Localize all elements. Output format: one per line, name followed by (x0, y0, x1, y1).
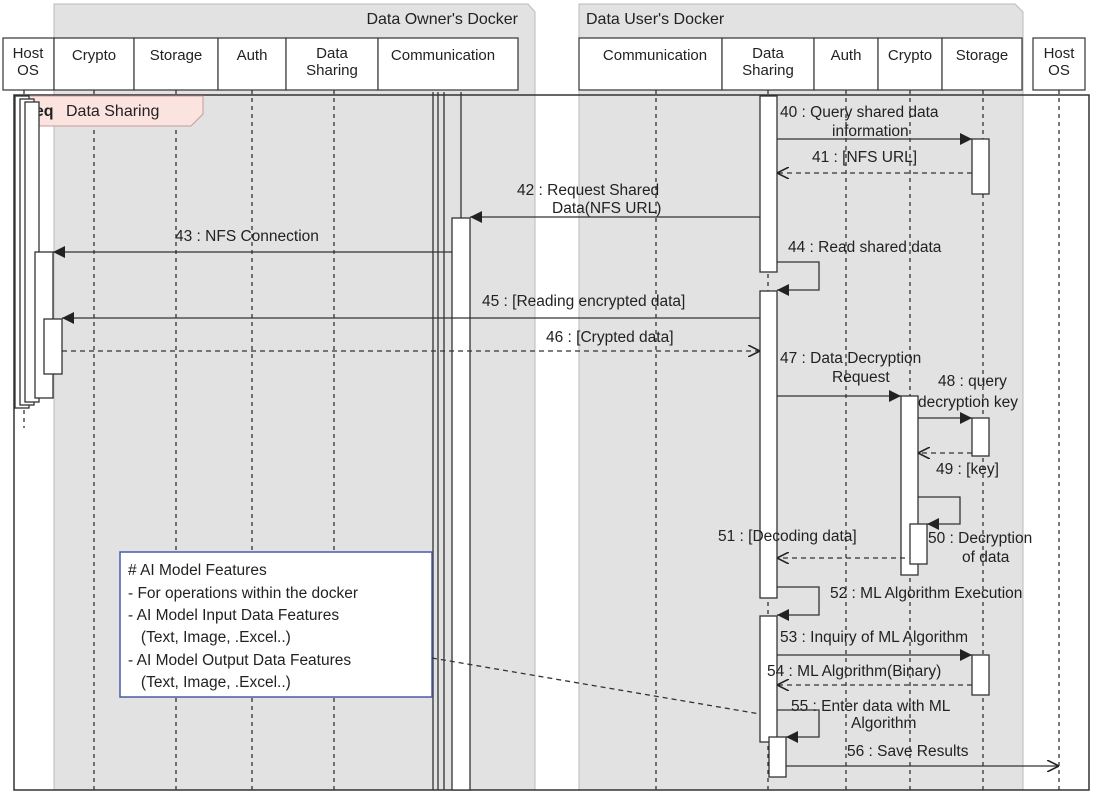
comm-owner-bars (432, 92, 471, 791)
message-52-arrow (777, 586, 820, 621)
header-label-auth-owner: Auth (237, 47, 268, 64)
message-56-label: 56 : Save Results (847, 743, 969, 760)
activation-storage-user-1 (971, 138, 990, 195)
header-datasharing-user (721, 37, 815, 91)
header-auth-owner (217, 37, 287, 91)
message-50-arrow (918, 496, 961, 530)
message-41-label: 41 : [NFS URL] (812, 149, 917, 166)
package-data-user: Data User's Docker (578, 3, 1024, 791)
header-crypto-owner (53, 37, 135, 91)
activation-storage-user-3 (971, 654, 990, 696)
message-46-label: 46 : [Crypted data] (546, 329, 674, 346)
data-user-activations (759, 95, 990, 778)
activation-storage-user-2 (971, 417, 990, 457)
message-55-arrow (777, 709, 820, 743)
seq-frame-tab: seq Data Sharing (18, 95, 204, 127)
header-label-crypto-user: Crypto (888, 47, 932, 64)
header-label-crypto-owner: Crypto (72, 47, 116, 64)
activation-datasharing-user-2 (759, 290, 778, 599)
host-os-owner-activations (14, 95, 63, 409)
note-text: # AI Model Features - For operations wit… (128, 562, 362, 691)
header-label-storage-owner: Storage (150, 47, 203, 64)
activation-comm-owner (451, 217, 471, 791)
package-title-user: Data User's Docker (586, 11, 725, 28)
message-53-label: 53 : Inquiry of ML Algorithm (780, 629, 968, 646)
header-storage-owner (133, 37, 219, 91)
message-45-label: 45 : [Reading encrypted data] (482, 293, 685, 310)
message-52-label: 52 : ML Algorithm Execution (830, 585, 1022, 602)
header-label-storage-user: Storage (956, 47, 1009, 64)
activation-datasharing-user-1 (759, 95, 778, 273)
message-44-arrow (777, 261, 820, 296)
message-44-label: 44 : Read shared data (788, 239, 942, 256)
message-43-label: 43 : NFS Connection (175, 228, 319, 245)
header-label-comm-user: Communication (603, 47, 707, 64)
message-49-label: 49 : [key] (936, 461, 999, 478)
activation-datasharing-user-4 (768, 736, 787, 778)
message-51-label: 51 : [Decoding data] (718, 528, 857, 545)
header-comm-user (578, 37, 723, 91)
seq-name: Data Sharing (66, 103, 159, 120)
header-label-comm-owner: Communication (391, 47, 495, 64)
header-label-auth-user: Auth (831, 47, 862, 64)
header-auth-user (813, 37, 879, 91)
seq-frame (13, 94, 1090, 791)
message-54-label: 54 : ML Algorithm(Binary) (767, 663, 941, 680)
package-title-owner: Data Owner's Docker (366, 11, 518, 28)
header-comm-owner (377, 37, 519, 91)
ai-model-note: # AI Model Features - For operations wit… (119, 551, 761, 715)
header-host-os-owner (2, 37, 55, 91)
header-storage-user (941, 37, 1023, 91)
header-host-os-user (1032, 37, 1086, 91)
note-box (119, 551, 433, 698)
note-connector (431, 657, 761, 715)
header-datasharing-owner (285, 37, 379, 91)
activation-crypto-user-2 (909, 523, 928, 565)
activation-host-os-owner-5 (43, 318, 63, 375)
header-crypto-user (877, 37, 943, 91)
